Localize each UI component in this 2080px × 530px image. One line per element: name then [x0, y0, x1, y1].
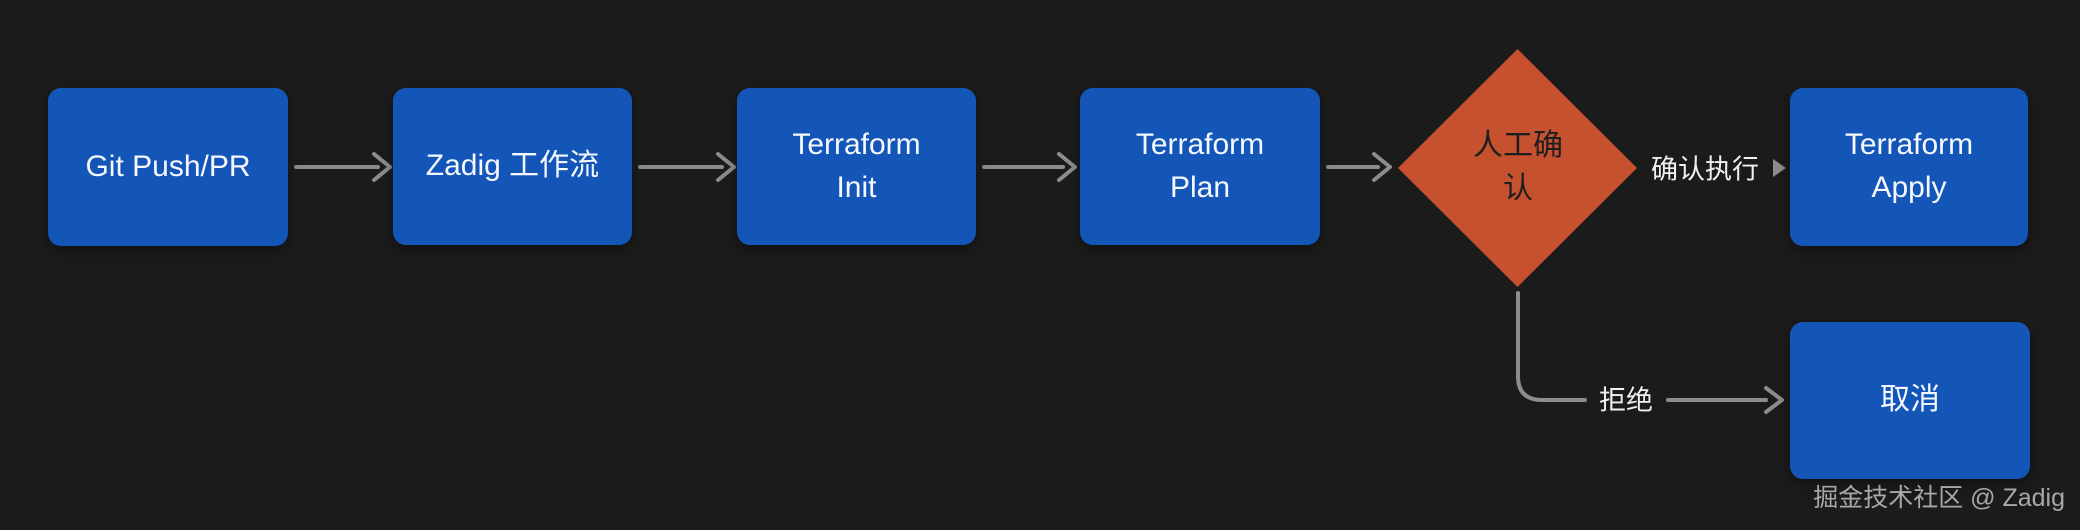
node-zadig-workflow: Zadig 工作流 [393, 88, 632, 245]
node-terraform-plan: Terraform Plan [1080, 88, 1320, 245]
edge-zadig-to-init [638, 152, 736, 182]
watermark-text: 掘金技术社区 @ Zadig [1813, 484, 2065, 512]
edge-label-reject: 拒绝 [1599, 385, 1653, 416]
edge-git-to-zadig [294, 152, 392, 182]
node-cancel: 取消 [1790, 322, 2030, 479]
node-git-push-pr: Git Push/PR [48, 88, 288, 246]
edge-label-confirm-execute: 确认执行 [1651, 154, 1759, 185]
node-terraform-init: Terraform Init [737, 88, 976, 245]
edge-init-to-plan [982, 152, 1077, 182]
edge-confirm-to-cancel [1516, 291, 1784, 414]
edge-confirm-to-apply [1773, 159, 1786, 177]
edge-plan-to-confirm [1326, 152, 1392, 182]
node-manual-confirm: 人工确 认 [1473, 129, 1563, 205]
decision-diamond [1398, 49, 1637, 287]
node-terraform-apply: Terraform Apply [1790, 88, 2028, 246]
